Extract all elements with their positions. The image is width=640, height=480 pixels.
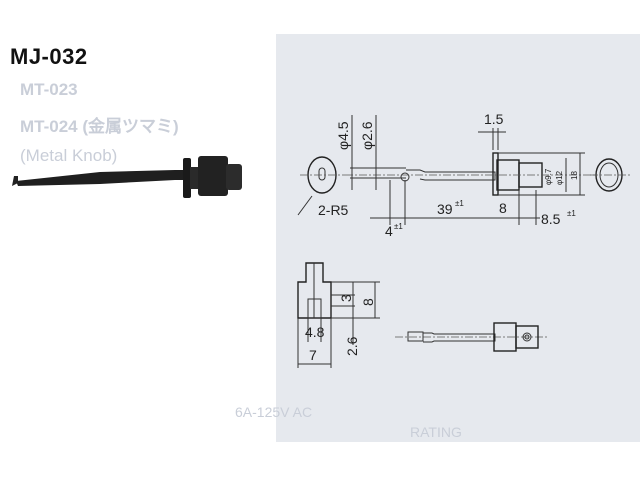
length-tol: ±1 xyxy=(455,199,464,208)
ghost-text: MT-023 xyxy=(20,80,78,99)
h26-label: 2.6 xyxy=(344,336,360,356)
h8-label: 8 xyxy=(360,298,376,306)
part-number-title: MJ-032 xyxy=(10,44,88,69)
ghost-text: (Metal Knob) xyxy=(20,146,118,165)
length-label: 39 xyxy=(437,201,453,217)
body-label: 8 xyxy=(499,200,507,216)
front-view: 3 8 2.6 4.8 7 xyxy=(297,262,380,368)
bottom-view-probe xyxy=(395,322,548,352)
knob-tol: ±1 xyxy=(567,209,576,218)
drawing-panel xyxy=(276,34,640,442)
knob-label: 8.5 xyxy=(541,211,561,227)
tip-label: 4 xyxy=(385,223,393,239)
end-view-left: 2-R5 xyxy=(297,156,349,218)
ghost-text: RATING xyxy=(410,424,462,440)
side-view-probe: φ4.5 φ2.6 1.5 φ9.7 φ12 18 39 ±1 4 ±1 8 8… xyxy=(335,111,630,239)
h3-label: 3 xyxy=(338,294,354,302)
d12-label: φ12 xyxy=(555,170,564,185)
w48-label: 4.8 xyxy=(305,324,325,340)
radius-label: 2-R5 xyxy=(318,202,349,218)
w7-label: 7 xyxy=(309,347,317,363)
inner-diameter-label: φ2.6 xyxy=(359,121,375,150)
tip-tol: ±1 xyxy=(394,222,403,231)
h18-label: 18 xyxy=(570,171,579,180)
ghost-text: 6A-125V AC xyxy=(235,404,313,420)
probe-photo xyxy=(12,156,242,198)
outer-diameter-label: φ4.5 xyxy=(335,121,351,150)
ghost-text: MT-024 (金属ツマミ) xyxy=(20,117,179,136)
d97-label: φ9.7 xyxy=(544,168,553,185)
flange-label: 1.5 xyxy=(484,111,504,127)
